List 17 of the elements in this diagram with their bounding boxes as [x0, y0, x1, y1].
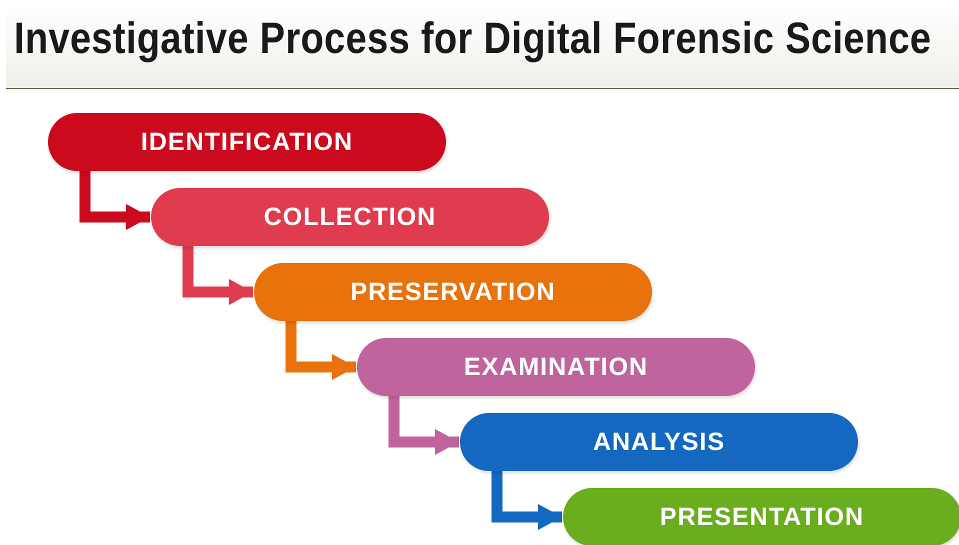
- process-pill: [254, 263, 652, 321]
- bent-arrow: [182, 245, 253, 305]
- title: Investigative Process for Digital Forensic Science: [14, 14, 932, 64]
- bent-arrow: [492, 470, 562, 530]
- process-pill: [151, 188, 549, 246]
- bent-arrow: [80, 170, 150, 230]
- process-pill: [563, 488, 959, 545]
- process-pill: [48, 113, 446, 171]
- step-label: EXAMINATION: [464, 352, 648, 382]
- step-label: PRESENTATION: [660, 502, 864, 532]
- step-label: ANALYSIS: [592, 428, 726, 456]
- bent-arrow: [286, 320, 356, 380]
- step-label: COLLECTION: [264, 202, 436, 232]
- step-label: PRESERVATION: [350, 278, 556, 306]
- process-pill: [460, 413, 858, 471]
- step-label: IDENTIFICATION: [140, 128, 354, 156]
- process-pill: [357, 338, 755, 396]
